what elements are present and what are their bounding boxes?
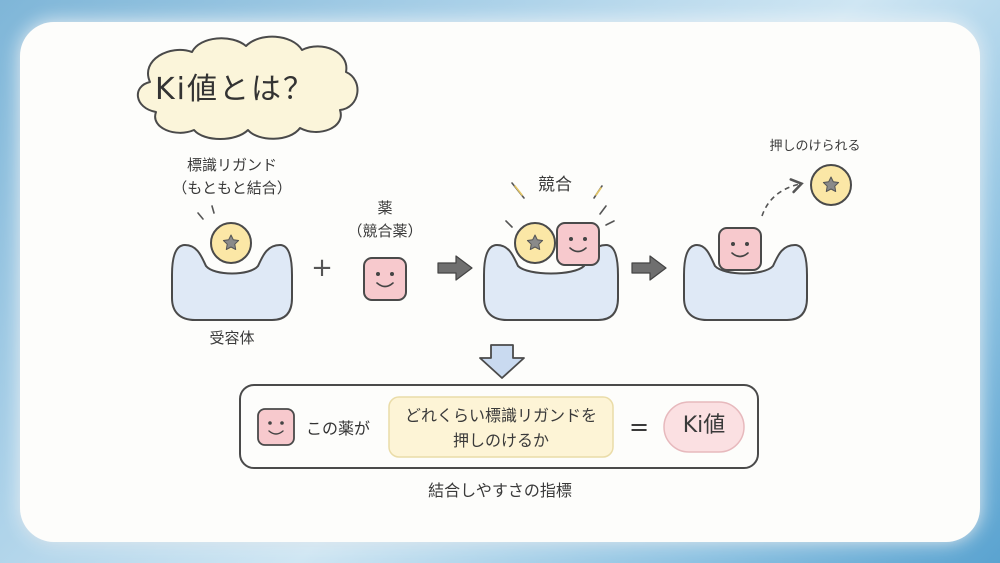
drug-label: 薬 （競合薬） (347, 199, 423, 240)
receptor-3 (683, 244, 808, 321)
drug-smiley-icon-4 (257, 408, 295, 446)
result-pill (663, 401, 745, 453)
arrow-down-icon (479, 344, 525, 379)
ligand-star-icon-1 (210, 222, 252, 264)
receptor-label: 受容体 (209, 329, 255, 347)
title-cloud (137, 35, 359, 140)
sparkle-accent-2 (514, 185, 602, 196)
result-label: Ki値 (682, 413, 726, 438)
drug-smiley-icon-3 (718, 227, 762, 271)
arrow-right-icon-1 (437, 255, 473, 281)
arrow-right-icon-2 (631, 255, 667, 281)
ligand-label: 標識リガンド （もともと結合） (172, 156, 292, 197)
highlight-box (388, 396, 614, 458)
equals-sign: = (628, 413, 650, 441)
sparkle-lines-1 (197, 205, 215, 220)
drug-smiley-icon-1 (363, 257, 407, 301)
compete-label: 競合 (538, 175, 572, 195)
pushed-out-label: 押しのけられる (769, 139, 861, 154)
caption: 結合しやすさの指標 (428, 481, 572, 500)
receptor-1 (171, 244, 293, 321)
page-title: Ki値とは？ (155, 72, 316, 107)
ligand-star-icon-3 (810, 164, 852, 206)
dashed-curve-arrow (761, 178, 804, 217)
plus-sign: + (311, 253, 333, 283)
equation-middle: どれくらい標識リガンドを 押しのけるか (404, 406, 597, 450)
drug-smiley-icon-2 (556, 222, 600, 266)
receptor-2 (483, 244, 619, 321)
ligand-star-icon-2 (514, 222, 556, 264)
equation-prefix: この薬が (306, 419, 371, 438)
